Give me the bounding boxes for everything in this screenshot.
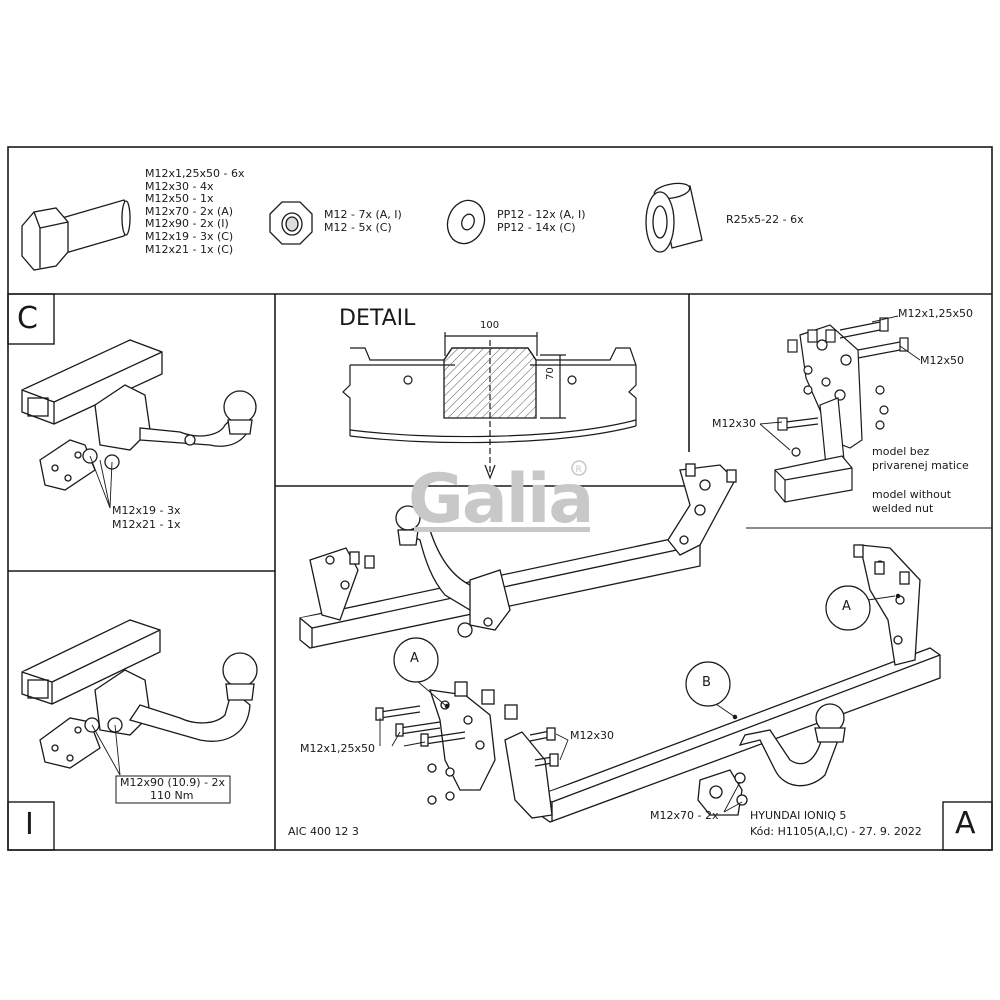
panel-letter-a: A bbox=[955, 806, 976, 841]
bolt-list: M12x1,25x50 - 6x M12x30 - 4x M12x50 - 1x… bbox=[145, 167, 245, 256]
nut-item: M12 - 5x (C) bbox=[324, 220, 392, 234]
bolt-icon bbox=[21, 199, 131, 271]
panel-letter-c: C bbox=[17, 301, 38, 336]
galia-logo: Galia R bbox=[408, 460, 594, 539]
svg-text:R: R bbox=[576, 465, 582, 475]
panel-i-label-1: M12x90 (10.9) - 2x bbox=[120, 776, 226, 789]
note-en-line-2: welded nut bbox=[872, 502, 934, 515]
callout-a-label-2: A bbox=[842, 599, 851, 614]
kod-date: Kód: H1105(A,I,C) - 27. 9. 2022 bbox=[750, 825, 922, 838]
panel-c-label-1: M12x19 - 3x bbox=[112, 504, 181, 517]
side-label-m12x50: M12x50 bbox=[920, 354, 964, 367]
side-label-m12x30: M12x30 bbox=[712, 417, 756, 430]
bolt-item: M12x50 - 1x bbox=[145, 192, 214, 206]
main-tow-bar-drawing bbox=[299, 463, 737, 649]
product-code: AIC 400 12 3 bbox=[288, 825, 359, 838]
callout-a-label-1: A bbox=[410, 651, 419, 666]
callout-b-circle bbox=[685, 661, 731, 707]
detail-dim-height: 70 bbox=[545, 367, 556, 380]
panel-c-label-2: M12x21 - 1x bbox=[112, 518, 181, 531]
note-en-line-1: model without bbox=[872, 488, 952, 501]
washer-item: PP12 - 12x (A, I) bbox=[497, 208, 586, 221]
letter-box-c bbox=[7, 293, 55, 345]
detail-dim-width: 100 bbox=[480, 320, 500, 331]
bolt-item: M12x1,25x50 - 6x bbox=[145, 167, 245, 180]
washer-list: PP12 - 12x (A, I) PP12 - 14x (C) bbox=[497, 208, 586, 234]
spacer-list: R25x5-22 - 6x bbox=[726, 213, 804, 227]
washer-icon bbox=[446, 199, 486, 245]
vehicle-name: HYUNDAI IONIQ 5 bbox=[750, 809, 847, 822]
detail-title: DETAIL bbox=[339, 306, 416, 331]
panel-letter-i: I bbox=[25, 807, 34, 842]
detail-hatched-section bbox=[443, 347, 537, 419]
spacer-icon bbox=[645, 182, 703, 253]
main-label-m12x70: M12x70 - 2x bbox=[650, 809, 719, 822]
spacer-item: R25x5-22 - 6x bbox=[726, 213, 804, 226]
svg-text:Galia: Galia bbox=[408, 460, 592, 539]
bolt-item: M12x30 - 4x bbox=[145, 179, 214, 193]
main-label-m12x1-25x50: M12x1,25x50 bbox=[300, 742, 375, 755]
panel-i-label-2: 110 Nm bbox=[150, 789, 194, 802]
callout-b-label: B bbox=[702, 675, 711, 690]
note-sk-line-2: privarenej matice bbox=[872, 459, 969, 472]
bolt-item: M12x21 - 1x (C) bbox=[145, 242, 234, 256]
side-label-m12x1-25x50: M12x1,25x50 bbox=[898, 307, 973, 320]
nut-list: M12 - 7x (A, I) M12 - 5x (C) bbox=[324, 208, 402, 234]
panel-c-drawing bbox=[21, 339, 257, 491]
letter-box-a bbox=[942, 801, 993, 851]
main-label-m12x30: M12x30 bbox=[570, 729, 614, 742]
bolt-item: M12x70 - 2x (A) bbox=[145, 204, 234, 218]
callout-a-circle-1 bbox=[393, 637, 439, 683]
bolt-item: M12x90 - 2x (I) bbox=[145, 217, 229, 231]
washer-item: PP12 - 14x (C) bbox=[497, 220, 576, 234]
frame bbox=[7, 146, 993, 851]
note-sk-line-1: model bez bbox=[872, 445, 930, 458]
nut-icon bbox=[269, 201, 313, 245]
callout-a-circle-2 bbox=[825, 585, 871, 631]
side-panel-drawing bbox=[774, 317, 909, 503]
panel-i-drawing bbox=[21, 619, 258, 769]
nut-item: M12 - 7x (A, I) bbox=[324, 208, 402, 221]
letter-box-i bbox=[7, 801, 55, 851]
exploded-tow-bar-drawing bbox=[375, 544, 941, 823]
bolt-item: M12x19 - 3x (C) bbox=[145, 229, 234, 243]
torque-label-box bbox=[115, 775, 231, 804]
